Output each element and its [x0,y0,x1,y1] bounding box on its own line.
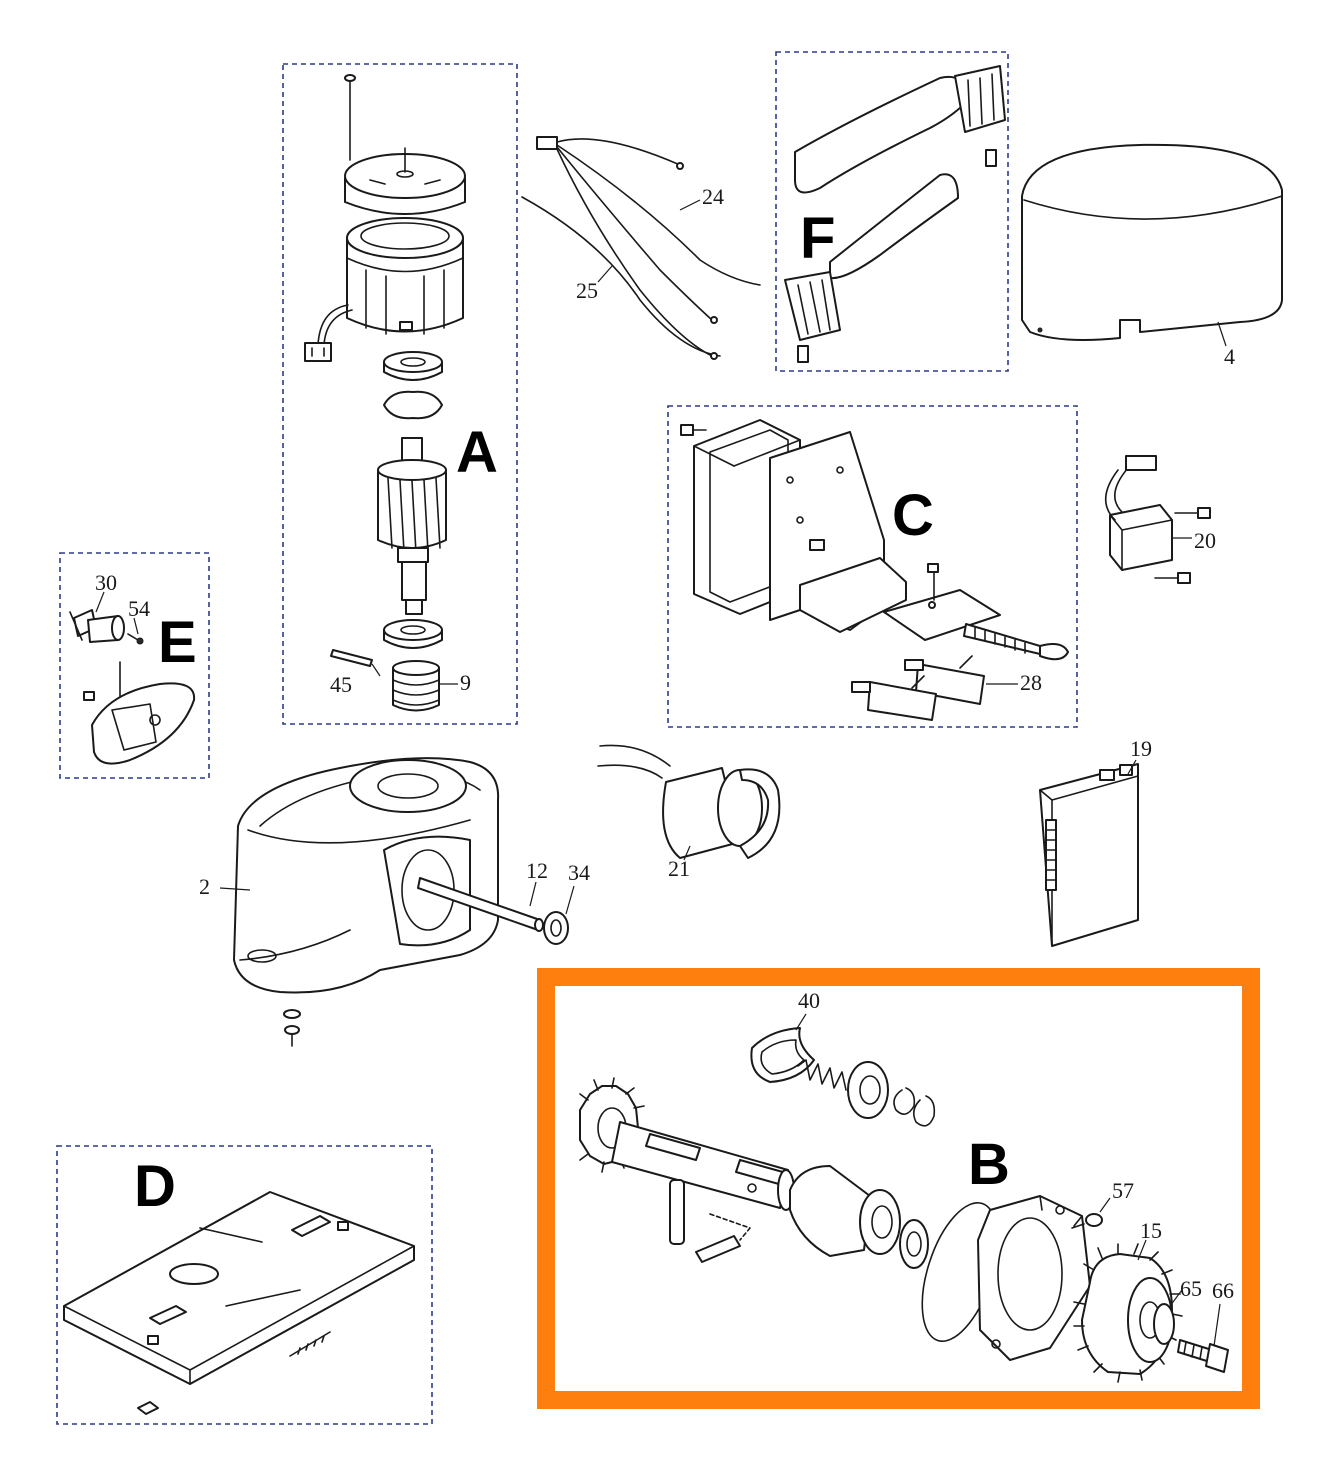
wire-harness[interactable]: 24 25 [521,136,761,360]
mounting-bracket [769,431,907,633]
circlip-b [912,1095,936,1127]
label-20: 20 [1194,528,1216,553]
label-24: 24 [702,184,724,209]
gearbox-flange-cover [977,1195,1091,1361]
bearing-lower [383,619,443,649]
group-e-box [59,552,210,779]
group-f-box [775,51,1009,372]
label-40: 40 [798,988,820,1013]
screw-57: 57 [1071,1178,1134,1229]
group-a[interactable]: 45 9 A [282,63,518,725]
housing-foot-screw [283,1009,301,1047]
pin-45 [330,649,373,667]
output-gear-15: 15 [1073,1218,1183,1383]
group-c-letter: C [892,483,934,548]
label-2: 2 [199,874,210,899]
label-57: 57 [1112,1178,1134,1203]
motor-rotor [377,437,447,615]
group-d-letter: D [134,1154,176,1219]
bearing-upper [383,351,443,381]
group-c-box [667,405,1078,728]
motor-lead-connector [304,304,353,362]
gasket-40: 40 [750,988,820,1083]
upper-cable-cover [794,76,971,194]
label-9: 9 [460,670,471,695]
group-f[interactable]: F [775,51,1009,372]
label-15: 15 [1140,1218,1162,1243]
base-nut [137,1401,159,1415]
group-b[interactable]: 40 [537,968,1260,1409]
label-54: 54 [128,596,150,621]
lower-cable-cover [829,173,959,280]
label-25: 25 [576,278,598,303]
group-a-letter: A [456,420,498,485]
bolt-66: 66 [1177,1278,1234,1373]
base-plate [63,1191,415,1385]
adjust-screw [963,623,1069,661]
label-65: 65 [1180,1276,1202,1301]
gearbox-housing-2[interactable]: 2 [199,757,500,1047]
wire-connector [536,136,558,150]
output-shaft-12[interactable]: 12 [417,858,548,932]
label-4: 4 [1224,344,1235,369]
seal-ring [899,1219,929,1269]
group-d[interactable]: D [56,1145,433,1425]
screw-54 [127,633,144,645]
group-e-letter: E [158,610,197,675]
label-21: 21 [668,856,690,881]
bearing-b-top [847,1061,889,1119]
motor-bolt [344,74,356,161]
highlight-box [537,968,1260,1409]
limit-switch-b [851,675,937,721]
wave-washer [383,390,443,420]
group-d-box [56,1145,433,1425]
spring [797,1059,847,1091]
key-lock-30 [69,609,125,643]
main-shaft [611,1121,795,1211]
housing-bore [349,759,467,813]
lower-terminal-block [784,271,841,363]
label-45: 45 [330,672,352,697]
motor-stator [346,217,464,335]
screw-c [680,424,707,436]
group-a-box [282,63,518,725]
worm-gear-9 [392,660,440,712]
relay-screw-bottom [1154,572,1191,584]
key-pin [669,1179,685,1245]
shaft-seal-34[interactable]: 34 [543,860,590,945]
group-c[interactable]: 28 C [667,405,1078,728]
control-board-19[interactable]: 19 [1039,736,1152,947]
release-lever [83,661,196,765]
label-66: 66 [1212,1278,1234,1303]
capacitor-21[interactable]: 21 [597,744,781,881]
relay-20[interactable]: 20 [1104,455,1216,584]
washer-65: 65 [1153,1276,1202,1345]
switch-plate [883,563,1001,641]
relay-screw-top [1174,507,1211,519]
circlip-a [893,1087,916,1115]
label-19: 19 [1130,736,1152,761]
label-28: 28 [1020,670,1042,695]
motor-end-cap [344,147,466,215]
label-12: 12 [526,858,548,883]
label-34: 34 [568,860,590,885]
group-b-letter: B [968,1132,1010,1197]
label-30: 30 [95,570,117,595]
bearing-carrier [789,1165,901,1257]
top-cover-4[interactable]: 4 [1021,143,1283,369]
group-f-letter: F [800,206,835,271]
upper-terminal-block [954,65,1006,167]
group-e[interactable]: 30 54 E [59,552,210,779]
dowel-pin [695,1235,741,1263]
